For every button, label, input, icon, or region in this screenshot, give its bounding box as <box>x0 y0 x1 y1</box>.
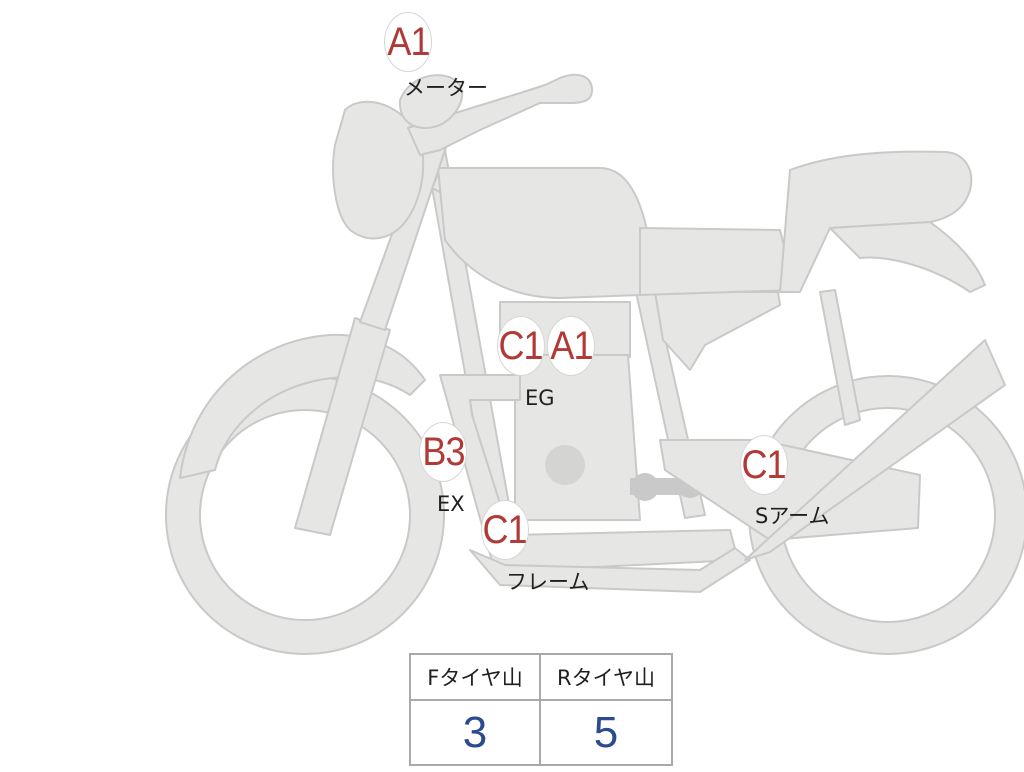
engine-grade-2: A1 <box>549 324 593 368</box>
exhaust-grade-marker: B3 <box>419 422 467 482</box>
engine-grade-marker-1: C1 <box>497 316 545 376</box>
frame-grade: C1 <box>482 508 528 552</box>
engine-grade-1: C1 <box>498 324 544 368</box>
meter-label: メーター <box>404 76 488 100</box>
swingarm-label: Sアーム <box>755 504 830 528</box>
muffler <box>744 339 1006 561</box>
rear-tire-value: 5 <box>593 707 619 757</box>
frame-label: フレーム <box>506 570 590 594</box>
tire-tread-table: Fタイヤ山 Rタイヤ山 3 5 <box>409 653 673 766</box>
frame-grade-marker: C1 <box>481 500 529 560</box>
handlebar <box>407 73 594 156</box>
swingarm-grade-marker: C1 <box>740 435 788 495</box>
headlight <box>332 100 425 240</box>
rear-tire-header: Rタイヤ山 <box>541 655 671 701</box>
meter-grade-marker: A1 <box>384 12 432 72</box>
side-cover <box>654 291 781 371</box>
frame-lower-rail <box>469 547 751 593</box>
engine-grade-marker-2: A1 <box>547 316 595 376</box>
seat <box>779 150 973 293</box>
front-tire-header: Fタイヤ山 <box>411 655 541 701</box>
meter-pod <box>398 74 464 129</box>
exhaust-pipe <box>439 374 739 573</box>
swingarm-grade: C1 <box>741 443 787 487</box>
fuel-tank <box>437 167 656 299</box>
front-tire-value: 3 <box>411 701 541 764</box>
engine-cover <box>545 445 585 485</box>
meter-grade: A1 <box>386 20 430 64</box>
exhaust-grade: B3 <box>421 430 465 474</box>
engine-label: EG <box>525 386 555 410</box>
seat-front <box>639 227 796 296</box>
engine-case <box>514 354 641 521</box>
rear-subframe <box>819 289 861 426</box>
tail-cowl <box>829 221 986 293</box>
exhaust-label: EX <box>437 492 465 516</box>
